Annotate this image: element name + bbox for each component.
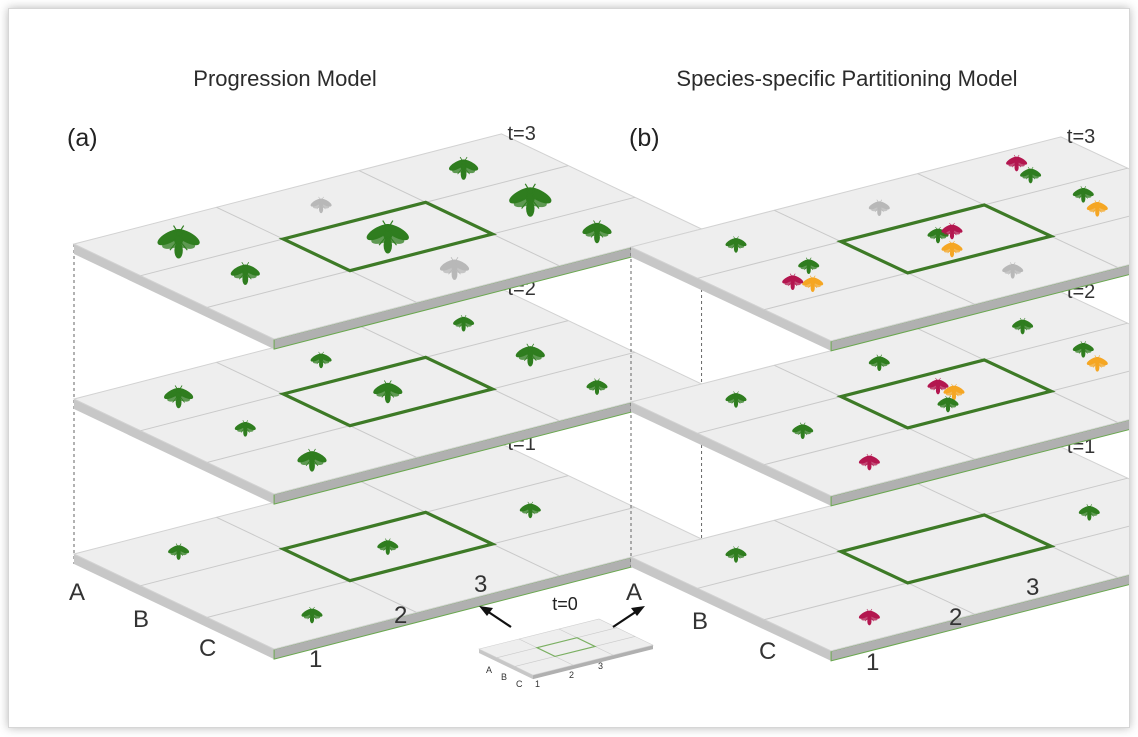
diagram-canvas: Progression Model Species-specific Parti… — [67, 66, 1129, 689]
panel-a-t3-time-label: t=3 — [508, 123, 536, 145]
panel-b-layer-t1: t=1 — [629, 436, 1129, 662]
panel-b-t1-left-side — [631, 557, 832, 661]
initial-row-label-a: A — [486, 665, 492, 675]
initial-row-label-c: C — [516, 679, 523, 689]
arrow-to-panel-a — [479, 606, 512, 628]
panel-b-t3-time-label: t=3 — [1067, 126, 1095, 148]
initial-plate-left — [479, 649, 533, 680]
figure-frame: Progression Model Species-specific Parti… — [8, 8, 1130, 728]
initial-col-label-1: 1 — [535, 679, 540, 689]
panel-b-layer-t3: t=3 — [629, 126, 1129, 352]
panel-a-progression-model: t=1t=2 t=3 — [72, 123, 704, 660]
panel-b-col-label-2: 2 — [949, 604, 962, 631]
panel-b-layer-t2: t=2 — [629, 281, 1129, 507]
panel-b-row-label-b: B — [692, 608, 708, 635]
panel-a-col-label-3: 3 — [474, 571, 487, 598]
panel-a-row-label-b: B — [133, 606, 149, 633]
panel-a-t1-center-cell-highlight — [278, 510, 498, 583]
panel-a-t2-center-cell-highlight — [278, 355, 498, 428]
panel-b-t1-center-cell-highlight — [836, 513, 1056, 585]
initial-plate-top — [478, 618, 654, 676]
panel-b-t2-center-cell-highlight — [836, 358, 1056, 430]
initial-state: t=0 A B C 1 2 3 — [478, 594, 654, 689]
panel-a-layer-t1: t=1 — [72, 433, 704, 660]
initial-row-label-b: B — [501, 672, 507, 682]
panel-a-row-label-c: C — [199, 635, 216, 662]
panel-a-t3-left-side — [74, 244, 275, 350]
panel-b-t3-left-side — [631, 247, 832, 351]
initial-time-label: t=0 — [552, 594, 578, 614]
initial-plate — [478, 618, 654, 680]
panel-a-title: Progression Model — [193, 66, 376, 91]
panel-a-t2-left-side — [74, 399, 275, 505]
panel-b-row-label-c: C — [759, 638, 776, 665]
initial-col-label-3: 3 — [598, 661, 603, 671]
panel-a-t1-left-side — [74, 554, 275, 660]
panel-a-layer-t3: t=3 — [72, 123, 704, 350]
panel-b-row-label-a: A — [626, 579, 642, 606]
panel-a-label: (a) — [67, 124, 98, 152]
arrow-to-panel-b — [612, 606, 645, 628]
panel-a-t3-center-cell-highlight — [278, 200, 498, 273]
panel-a-layer-t2: t=2 — [72, 278, 704, 505]
panel-a-row-label-a: A — [69, 579, 85, 606]
panel-b-col-label-3: 3 — [1026, 574, 1039, 601]
panel-b-col-label-1: 1 — [866, 649, 879, 676]
panel-b-title: Species-specific Partitioning Model — [676, 66, 1017, 91]
panel-b-t3-center-cell-highlight — [836, 203, 1056, 275]
panel-a-col-label-2: 2 — [394, 602, 407, 629]
panel-b-label: (b) — [629, 124, 660, 152]
panel-a-col-label-1: 1 — [309, 646, 322, 673]
initial-col-label-2: 2 — [569, 670, 574, 680]
initial-plate-side — [533, 645, 653, 680]
initial-center-cell — [535, 637, 597, 658]
panel-b-partitioning-model: t=1t=2 t=3 — [629, 126, 1129, 662]
panel-b-t2-left-side — [631, 402, 832, 506]
